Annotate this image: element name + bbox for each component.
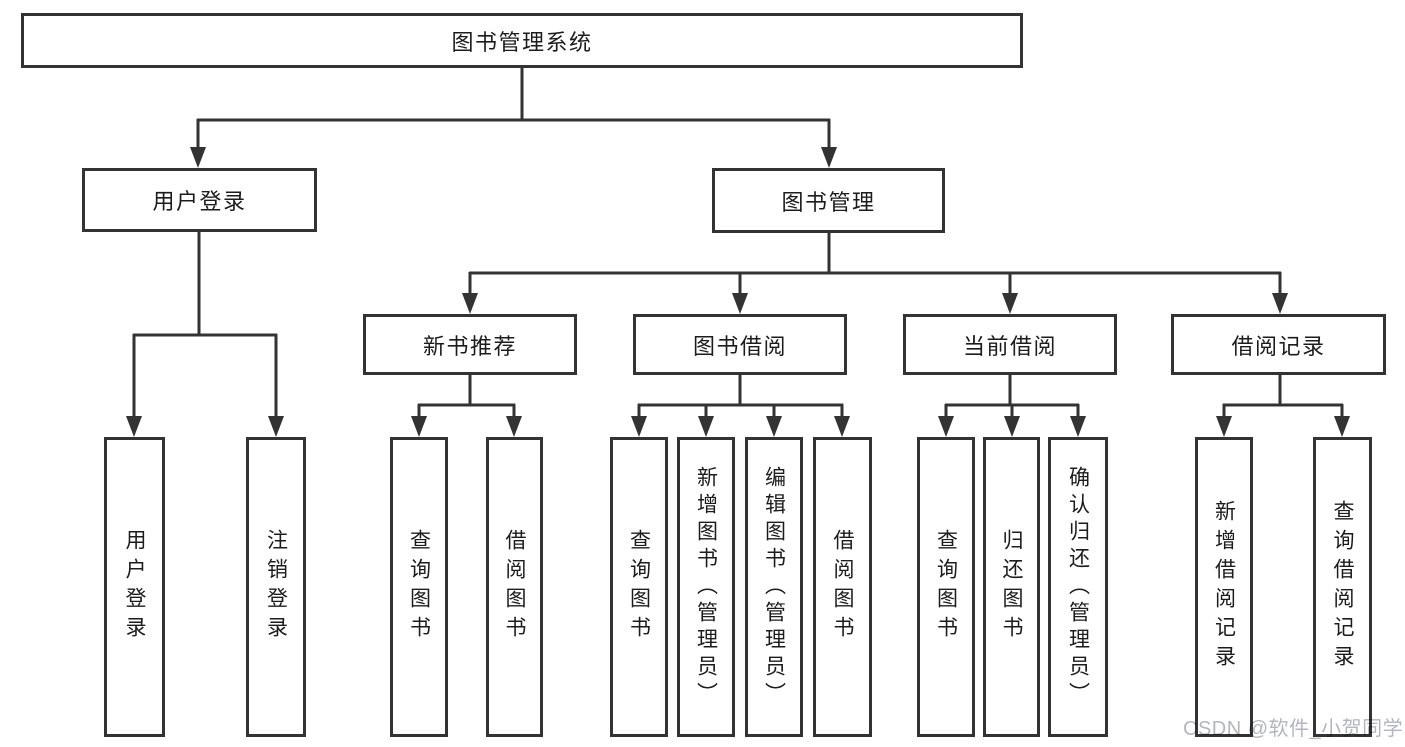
leaf-add-borrow-record: 新增借阅记录 [1195,437,1253,737]
leaf-query-books-recommend: 查询图书 [390,437,448,737]
node-current-borrowing: 当前借阅 [903,314,1117,375]
node-new-book-recommendation: 新书推荐 [363,314,577,375]
leaf-logout: 注销登录 [246,437,306,737]
leaf-query-borrow-record: 查询借阅记录 [1313,437,1372,737]
leaf-confirm-return-admin: 确认归还（管理员） [1048,437,1108,737]
node-borrowing-records: 借阅记录 [1171,314,1386,375]
leaf-query-books-current: 查询图书 [917,437,975,737]
leaf-add-book-admin: 新增图书（管理员） [677,437,735,737]
node-book-management: 图书管理 [712,168,945,233]
node-library-management-system: 图书管理系统 [21,13,1023,68]
leaf-query-books-borrowing: 查询图书 [610,437,668,737]
leaf-user-login: 用户登录 [104,437,165,737]
leaf-return-books: 归还图书 [983,437,1040,737]
leaf-borrow-books-recommend: 借阅图书 [486,437,543,737]
node-user-login: 用户登录 [82,168,317,232]
node-book-borrowing: 图书借阅 [633,314,847,375]
leaf-edit-book-admin: 编辑图书（管理员） [745,437,803,737]
leaf-borrow-books-borrowing: 借阅图书 [813,437,872,737]
csdn-watermark: CSDN @软件_小贺同学 [1183,718,1404,740]
